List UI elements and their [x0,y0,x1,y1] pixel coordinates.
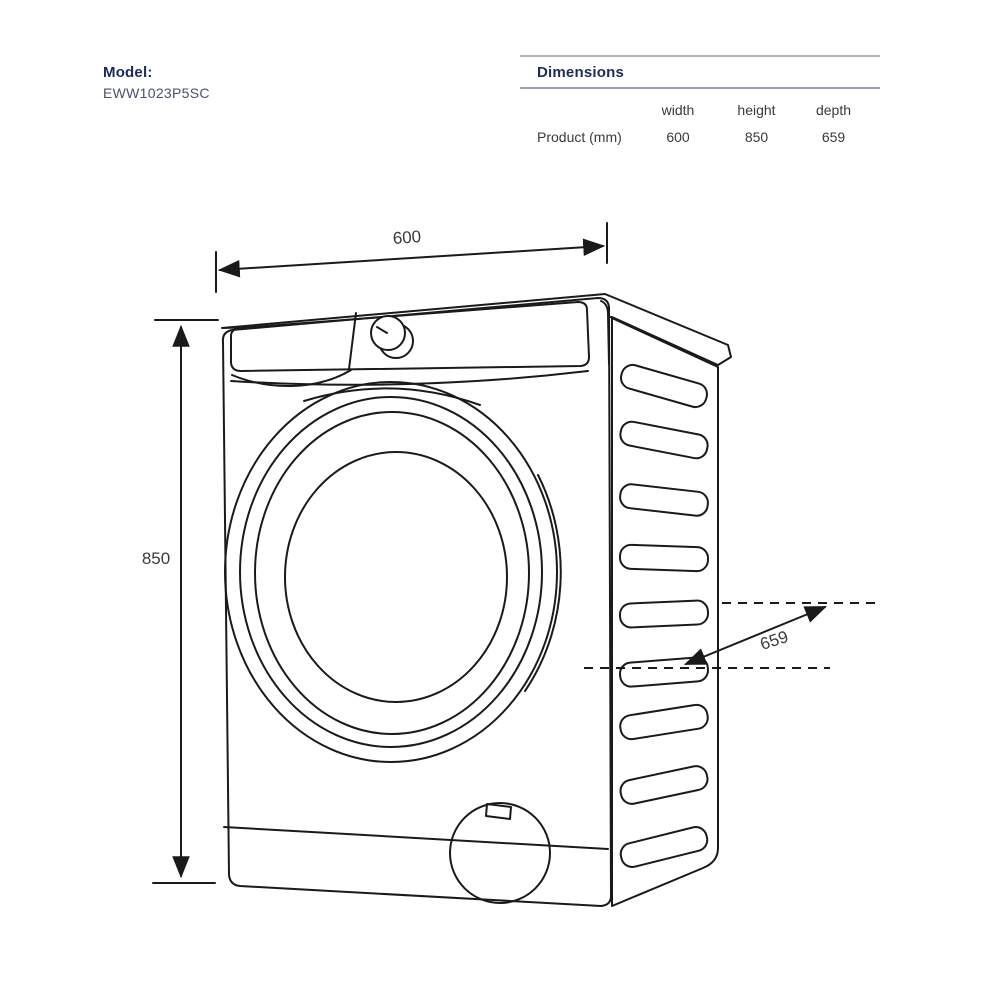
table-title-rule [520,87,880,89]
value-depth: 659 [821,129,846,145]
drum-window [284,451,508,703]
machine-drawing [221,293,732,907]
width-dimension: 600 [215,222,608,293]
column-header-depth: depth [815,102,852,118]
width-arrow [217,238,606,278]
column-header-width: width [661,102,695,118]
table-grid: width height depth Product (mm) 600 850 … [520,89,880,145]
control-panel [230,301,590,372]
value-width: 600 [666,129,690,145]
front-corner-edge [600,300,610,365]
model-label: Model: [103,64,153,81]
dimensions-table: Dimensions width height depth Product (m… [520,55,880,145]
width-dimension-label: 600 [392,227,422,248]
height-dimension-label: 850 [142,549,170,568]
filter-latch [485,803,512,820]
column-header-height: height [737,102,776,118]
machine-side-panel [611,317,719,907]
value-height: 850 [744,129,769,145]
machine-front-face [221,297,612,907]
program-knob [370,315,414,359]
table-top-rule [520,55,880,57]
row-label-product: Product (mm) [537,129,622,145]
model-number: EWW1023P5SC [103,85,210,101]
model-block: Model: EWW1023P5SC [103,64,210,101]
kick-panel-line [223,826,609,850]
depth-dimension: 659 [584,602,877,669]
depth-arrow [683,606,828,665]
panel-divider [348,312,357,370]
side-vent-slots [618,363,710,868]
filter-door [449,802,551,904]
porthole-door [224,381,562,763]
depth-dimension-label: 659 [758,627,791,654]
detergent-drawer-curve [231,369,352,387]
table-title: Dimensions [537,64,625,81]
height-dimension: 850 [142,319,219,884]
door-depth-edge [524,474,562,692]
